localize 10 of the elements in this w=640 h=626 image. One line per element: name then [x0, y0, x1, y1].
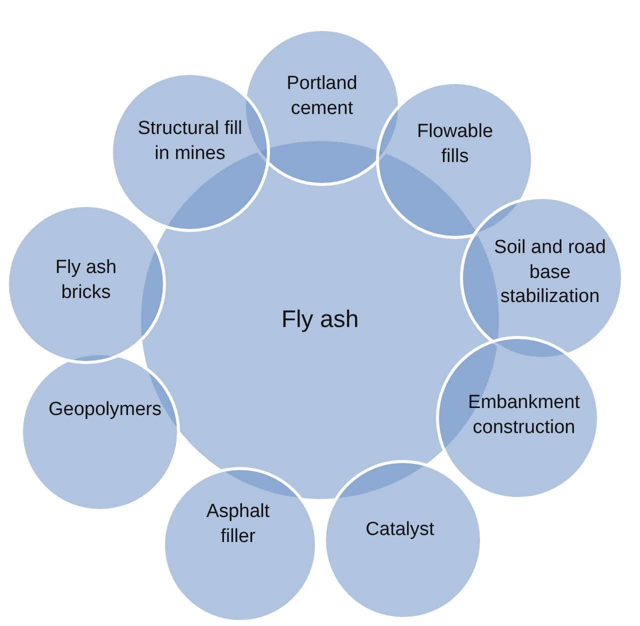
node-label: Fly ash — [280, 305, 360, 336]
node-label: Soil and road base stabilization — [493, 236, 607, 310]
node-label: Embankment construction — [467, 391, 581, 440]
node-label: Portland cement — [286, 72, 358, 121]
node-label: Flowable fills — [416, 120, 494, 169]
node-label: Catalyst — [364, 518, 436, 542]
node-label: Structural fill in mines — [136, 117, 244, 166]
node-label: Geopolymers — [48, 398, 162, 422]
node-label: Fly ash bricks — [54, 256, 118, 305]
node-label: Asphalt filler — [205, 500, 271, 549]
